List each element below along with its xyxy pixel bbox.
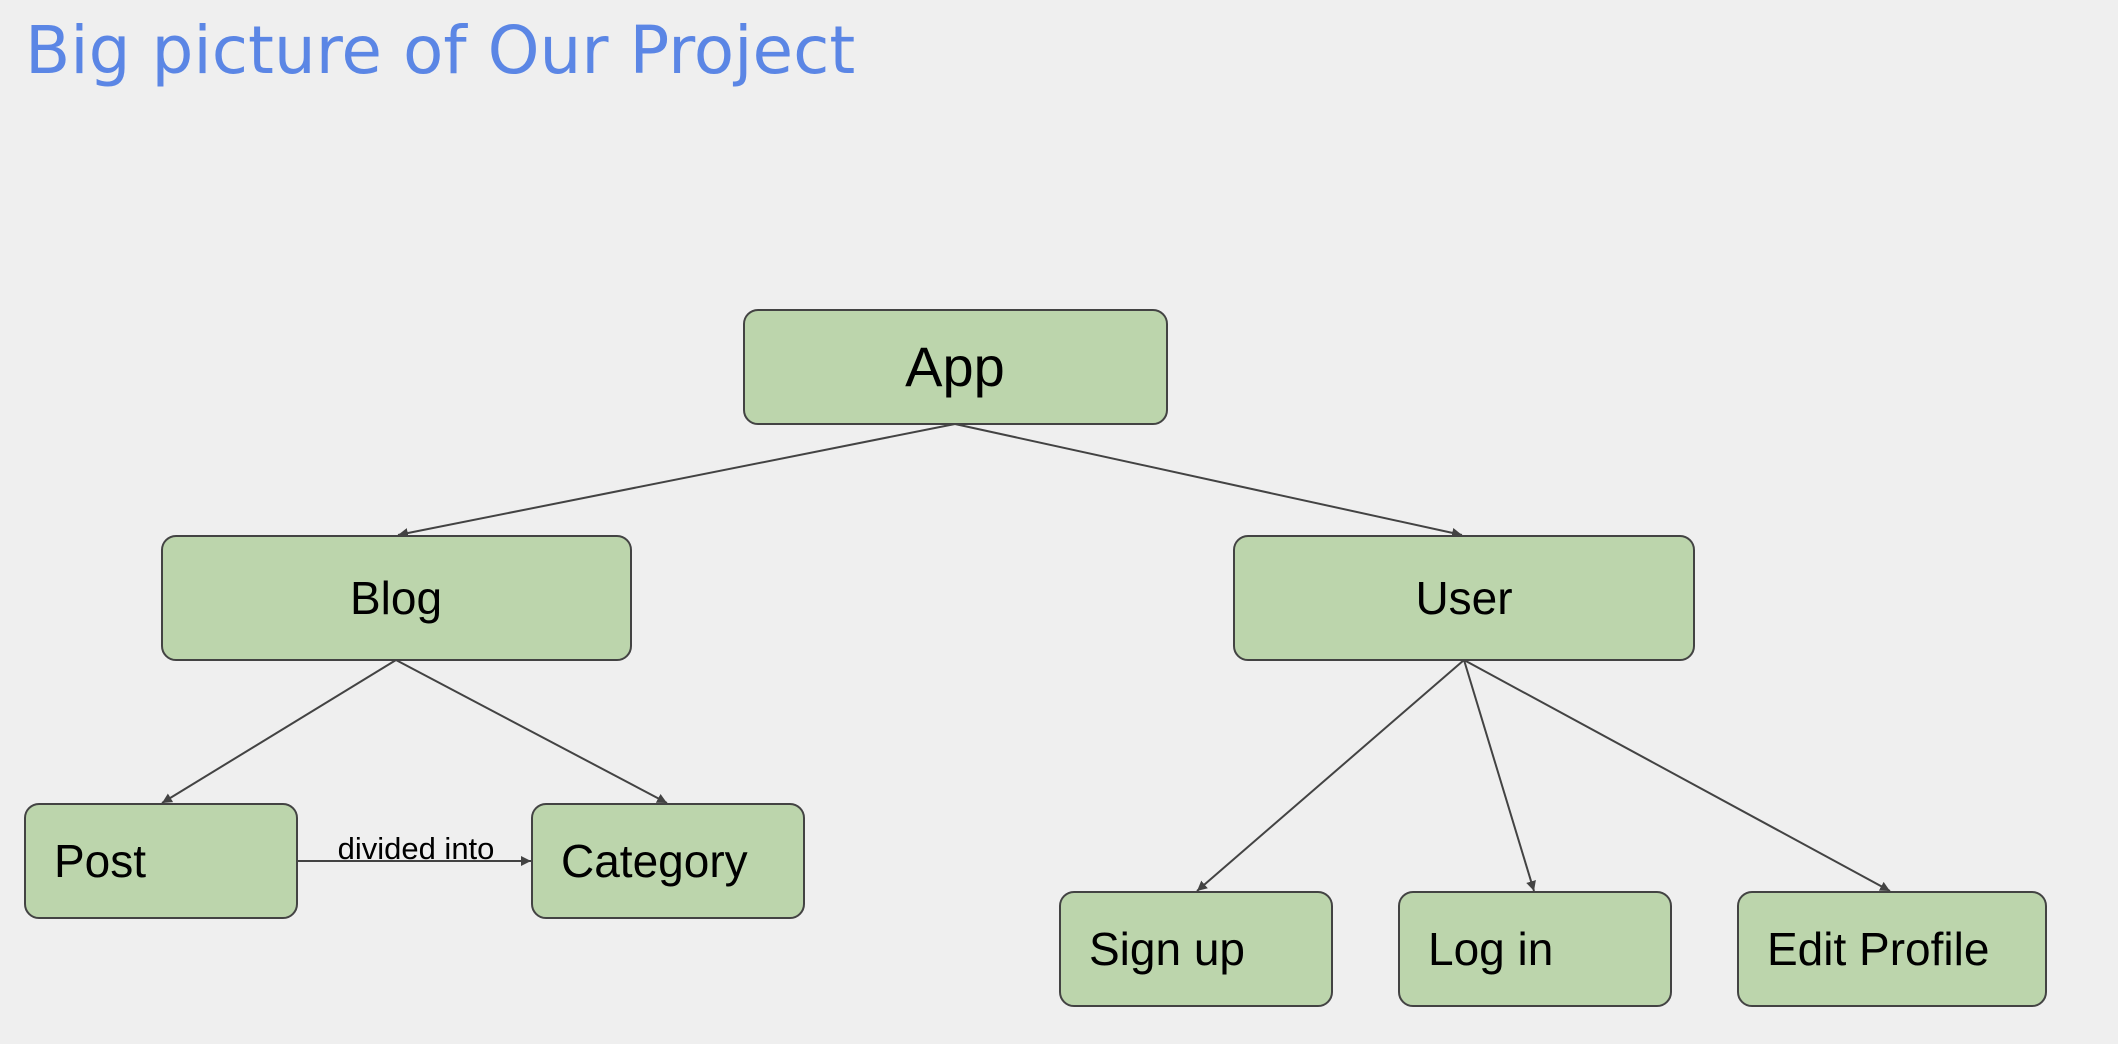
edge-user-to-edit-profile [1463,659,1891,892]
edge-blog-to-post [161,659,397,804]
node-blog-label: Blog [350,572,442,624]
node-post: Post [24,803,298,919]
node-signup: Sign up [1059,891,1333,1007]
node-signup-box [1059,891,1333,1007]
node-edit-profile-label: Edit Profile [1767,923,1989,975]
node-blog-box [161,535,632,661]
node-category-label: Category [561,835,748,887]
node-login-label: Log in [1428,923,1553,975]
edge-user-to-signup [1196,659,1465,892]
edge-user-to-login [1463,659,1536,892]
node-user: User [1233,535,1695,661]
node-category: Category [531,803,805,919]
node-post-box [24,803,298,919]
connectors: divided into [161,423,1891,892]
node-app: App [743,309,1168,425]
node-login: Log in [1398,891,1672,1007]
node-login-box [1398,891,1672,1007]
node-signup-label: Sign up [1089,923,1245,975]
edge-blog-to-category [395,659,668,804]
node-user-label: User [1415,572,1512,624]
node-app-label: App [905,335,1005,398]
edge-label-divided-into: divided into [338,831,495,866]
node-edit-profile: Edit Profile [1737,891,2047,1007]
node-post-label: Post [54,835,146,887]
edge-app-to-blog [397,423,956,538]
node-app-box [743,309,1168,425]
slide-title: Big picture of Our Project [25,12,856,89]
edge-app-to-user [954,423,1463,538]
node-edit-profile-box [1737,891,2047,1007]
node-blog: Blog [161,535,632,661]
node-user-box [1233,535,1695,661]
node-category-box [531,803,805,919]
